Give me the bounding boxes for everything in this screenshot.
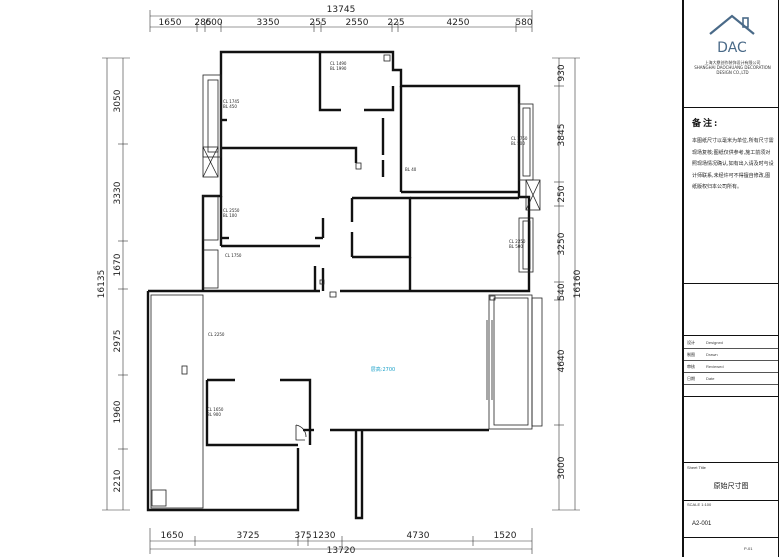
sheet-title-label: Sheet Title xyxy=(687,465,706,470)
left-dim-3: 1670 xyxy=(113,253,123,276)
top-dim-4: 3350 xyxy=(257,18,280,28)
left-dimension-chain: 16135 3050 3330 1670 2975 1960 2210 xyxy=(97,57,130,511)
right-dim-5: 540 xyxy=(557,283,567,300)
logo-text: DAC xyxy=(717,40,747,56)
top-dim-1: 1650 xyxy=(159,18,182,28)
wall-outline xyxy=(146,50,543,520)
top-dim-2: 285 xyxy=(194,18,211,28)
left-total-dim: 16135 xyxy=(97,270,107,299)
bottom-total-dim: 13720 xyxy=(327,546,356,556)
right-dim-6: 4640 xyxy=(557,349,567,372)
right-dim-2: 3845 xyxy=(557,124,567,147)
bottom-dim-2: 3725 xyxy=(237,531,260,541)
right-total-dim: 16160 xyxy=(573,269,583,298)
left-dim-5: 1960 xyxy=(113,400,123,423)
bottom-dim-6: 1520 xyxy=(494,531,517,541)
ceiling-height-label: 层高:2700 xyxy=(371,366,395,373)
top-dim-6: 2550 xyxy=(346,18,369,28)
top-dim-8: 4250 xyxy=(447,18,470,28)
right-dim-7: 3000 xyxy=(557,456,567,479)
drawing-title: 原始尺寸图 xyxy=(713,482,749,490)
page-number: P-01 xyxy=(744,546,753,551)
company-logo: DAC xyxy=(709,14,755,56)
left-dim-1: 3050 xyxy=(113,89,123,112)
left-dim-4: 2975 xyxy=(113,330,123,353)
scale-label: SCALE 1:100 xyxy=(687,502,712,507)
top-total-dim: 13745 xyxy=(327,5,356,15)
top-dim-3: 600 xyxy=(205,18,222,28)
bottom-dim-4: 1230 xyxy=(313,531,336,541)
drawing-number: A2-001 xyxy=(692,521,712,527)
right-dim-4: 3250 xyxy=(557,232,567,255)
floor-plan-drawing: 13745 1650 285 600 3350 255 2550 225 425… xyxy=(97,5,583,556)
right-dim-3: 250 xyxy=(557,185,567,202)
bottom-dim-3: 375 xyxy=(294,531,311,541)
right-dimension-chain: 930 3845 250 3250 540 4640 3000 16160 xyxy=(552,57,583,511)
room-label-7: CL 2250 xyxy=(208,332,225,337)
left-dim-6: 2210 xyxy=(113,469,123,492)
top-dim-5: 255 xyxy=(309,18,326,28)
left-dim-2: 3330 xyxy=(113,181,123,204)
top-dimension-chain: 13745 1650 285 600 3350 255 2550 225 425… xyxy=(149,5,533,32)
top-dim-9: 580 xyxy=(515,18,532,28)
notes-title: 备注: xyxy=(692,119,720,129)
bottom-dim-1: 1650 xyxy=(161,531,184,541)
room-label-9: BL 40 xyxy=(405,167,417,172)
bottom-dim-5: 4730 xyxy=(407,531,430,541)
top-dim-7: 225 xyxy=(387,18,404,28)
room-label-6: CL 1750 xyxy=(225,253,242,258)
company-name: 上海大鼎创作装饰设计有限公司 SHANGHAI DAOCHUANG DECORA… xyxy=(694,60,771,75)
title-block: DAC 上海大鼎创作装饰设计有限公司 SHANGHAI DAOCHUANG DE… xyxy=(682,0,779,557)
notes-text: 本图纸尺寸以毫米为单位,所有尺寸需现场复核;图纸仅供参考,施工前须对照现场情况确… xyxy=(692,138,774,190)
bottom-dimension-chain: 1650 3725 375 1230 4730 1520 13720 xyxy=(149,528,533,556)
right-dim-1: 930 xyxy=(557,64,567,81)
